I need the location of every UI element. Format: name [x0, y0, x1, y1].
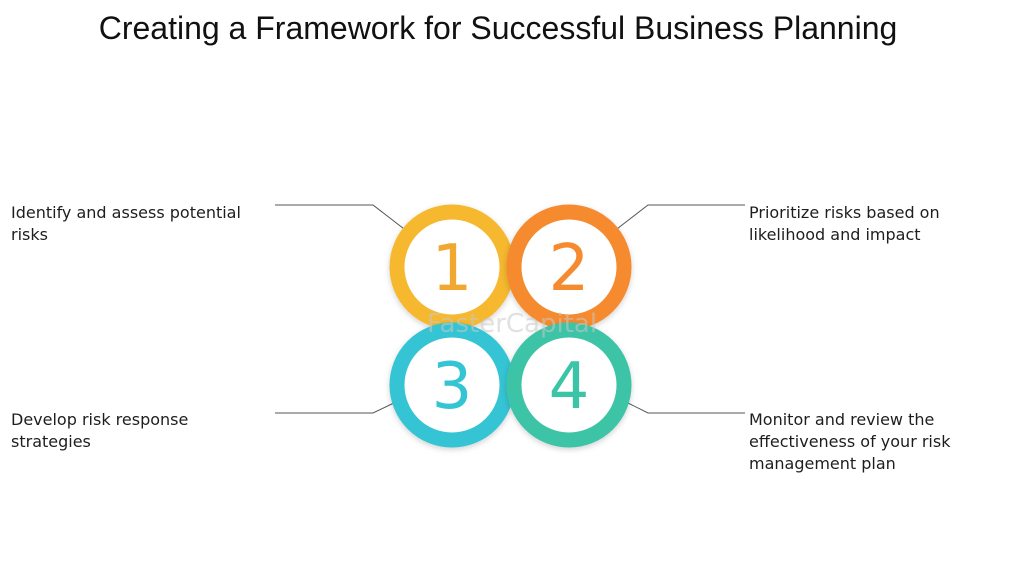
step-label-2: Prioritize risks based on likelihood and… — [749, 203, 940, 244]
connector-line-4 — [621, 399, 745, 414]
step-number-4: 4 — [549, 350, 590, 424]
step-ring-4 — [506, 322, 632, 448]
connector-line-2 — [612, 204, 745, 233]
step-label-3: Develop risk response strategies — [11, 410, 189, 451]
page-title: Creating a Framework for Successful Busi… — [98, 10, 898, 46]
step-ring-2 — [506, 204, 632, 330]
step-number-3: 3 — [432, 350, 473, 424]
connector-line-1 — [275, 204, 409, 233]
step-label-1: Identify and assess potential risks — [11, 203, 241, 244]
step-number-2: 2 — [549, 232, 590, 306]
step-number-1: 1 — [432, 232, 473, 306]
watermark-text: FasterCapital — [427, 309, 597, 339]
step-label-4: Monitor and review the effectiveness of … — [749, 410, 951, 473]
connector-line-3 — [275, 399, 401, 414]
